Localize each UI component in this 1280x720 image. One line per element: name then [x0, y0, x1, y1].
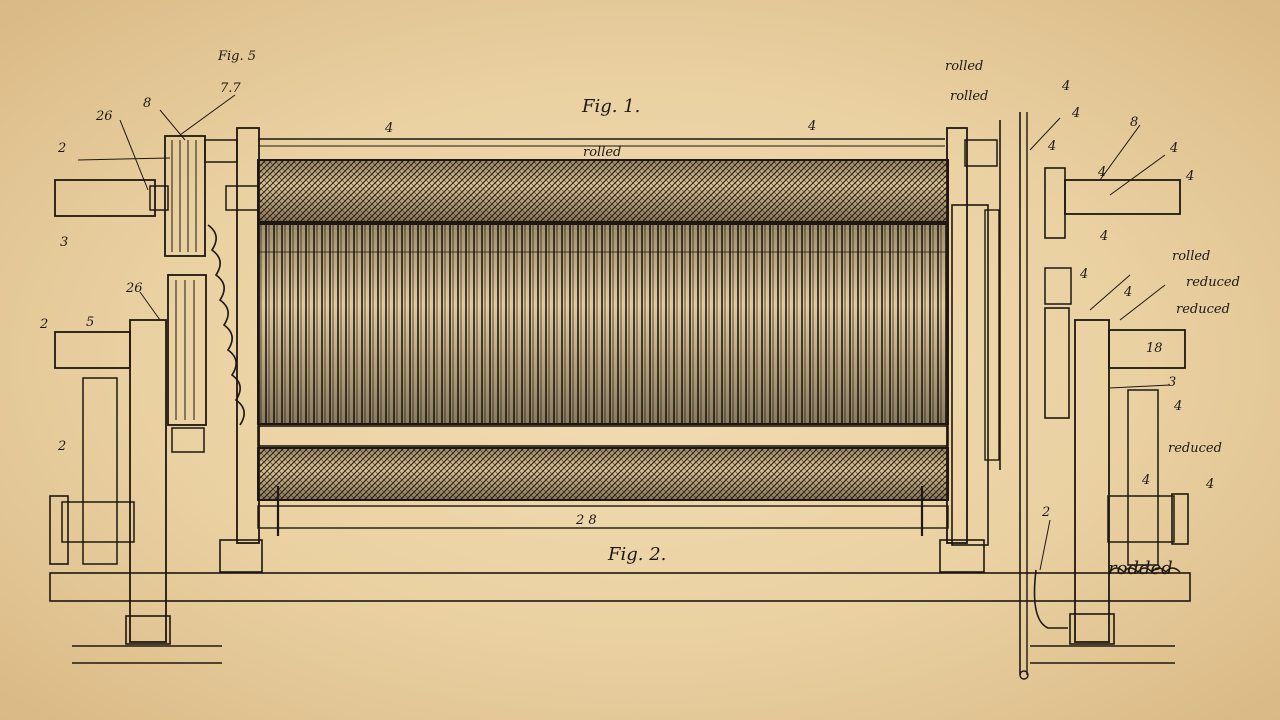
label: 4: [384, 121, 393, 136]
base-frame: [49, 572, 1191, 664]
label: rodded: [1108, 558, 1173, 579]
label: 4: [1173, 399, 1182, 414]
label: 4: [1169, 141, 1178, 156]
wire-drum: [257, 223, 949, 425]
label: 4: [1123, 285, 1132, 300]
label: Fig. 5: [217, 49, 256, 64]
label: 2 8: [575, 513, 597, 528]
label: rolled: [1172, 249, 1210, 264]
label: 18: [1146, 341, 1163, 356]
label: 4: [1097, 165, 1106, 180]
label: 4: [1185, 169, 1194, 184]
label: 8: [143, 96, 151, 111]
label: 26: [95, 109, 113, 124]
figure-caption: Fig. 2.: [607, 544, 666, 565]
label: 4: [1047, 139, 1056, 154]
label: 2: [39, 317, 48, 332]
label: rolled: [583, 145, 621, 160]
label: 4: [1141, 473, 1150, 488]
label: 4: [1071, 106, 1080, 121]
label: 7.7: [220, 81, 241, 96]
label: 5: [86, 315, 94, 330]
label: 4: [1079, 267, 1088, 282]
lower-roller: [257, 447, 949, 536]
label: reduced: [1186, 275, 1240, 290]
label: 2: [57, 439, 66, 454]
label: 3: [1168, 375, 1176, 390]
upper-roller: [257, 159, 949, 223]
label: 4: [1205, 477, 1214, 492]
label: 2: [1041, 505, 1050, 520]
label: 26: [125, 281, 143, 296]
left-frame: [49, 127, 263, 645]
figure-title: Fig. 1.: [581, 96, 640, 117]
label: 4: [1061, 79, 1070, 94]
label: reduced: [1176, 302, 1230, 317]
separator-bar: [257, 425, 949, 447]
label: 4: [1099, 229, 1108, 244]
right-frame: [939, 112, 1189, 680]
label: reduced: [1168, 441, 1222, 456]
leader-lines: [77, 94, 1171, 571]
label: 2: [57, 141, 66, 156]
label: 8: [1130, 115, 1138, 130]
figure-labels: Fig. 1. Fig. 2. Fig. 5 7.7 26 8 2 3 26 2…: [39, 49, 1240, 579]
label: rolled: [950, 89, 988, 104]
label: 3: [60, 235, 68, 250]
label: 4: [807, 119, 816, 134]
top-rod: [258, 138, 945, 147]
label: rolled: [945, 59, 983, 74]
